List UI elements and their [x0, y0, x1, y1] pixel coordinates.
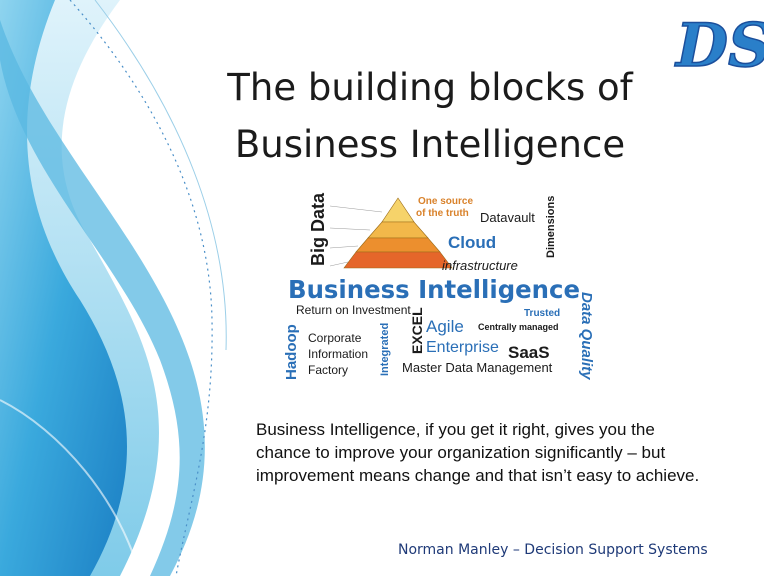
wc-data-quality: Data Quality [578, 292, 595, 380]
body-line-2: chance to improve your organization sign… [256, 443, 666, 462]
wc-infrastructure: infrastructure [442, 258, 518, 273]
wc-big-data: Big Data [308, 192, 328, 266]
wc-saas: SaaS [508, 343, 550, 362]
knowledge-pyramid-graphic [329, 197, 453, 269]
word-cloud: Big Data One source of the truth Datavau… [283, 192, 595, 380]
ds-logo: DS [673, 10, 764, 80]
wc-enterprise: Enterprise [426, 339, 499, 356]
wc-return-on-investment: Return on Investment [296, 303, 411, 317]
wc-hadoop: Hadoop [283, 324, 300, 380]
wc-integrated: Integrated [379, 323, 391, 376]
wc-centrally-managed: Centrally managed [478, 322, 559, 332]
body-paragraph: Business Intelligence, if you get it rig… [256, 418, 761, 487]
wc-one-source-1: One source [418, 196, 473, 207]
wc-business-intelligence: Business Intelligence [288, 275, 580, 304]
wc-factory: Factory [308, 363, 348, 377]
body-line-1: Business Intelligence, if you get it rig… [256, 420, 655, 439]
wc-datavault: Datavault [480, 210, 535, 225]
title-line-2: Business Intelligence [234, 123, 626, 166]
body-line-3: improvement means change and that isn’t … [256, 466, 700, 485]
wc-corporate: Corporate [308, 331, 362, 345]
wc-agile: Agile [426, 317, 464, 336]
ds-logo-lettering: DS [674, 11, 764, 80]
footer-credit: Norman Manley – Decision Support Systems [398, 542, 708, 558]
wc-trusted: Trusted [524, 308, 560, 319]
wc-one-source-2: of the truth [416, 208, 469, 219]
wc-excel: EXCEL [409, 307, 425, 354]
wc-master-data-management: Master Data Management [402, 360, 553, 375]
wc-information: Information [308, 347, 368, 361]
title-line-1: The building blocks of [227, 66, 633, 109]
wc-dimensions: Dimensions [545, 196, 557, 258]
wc-cloud: Cloud [448, 233, 496, 252]
